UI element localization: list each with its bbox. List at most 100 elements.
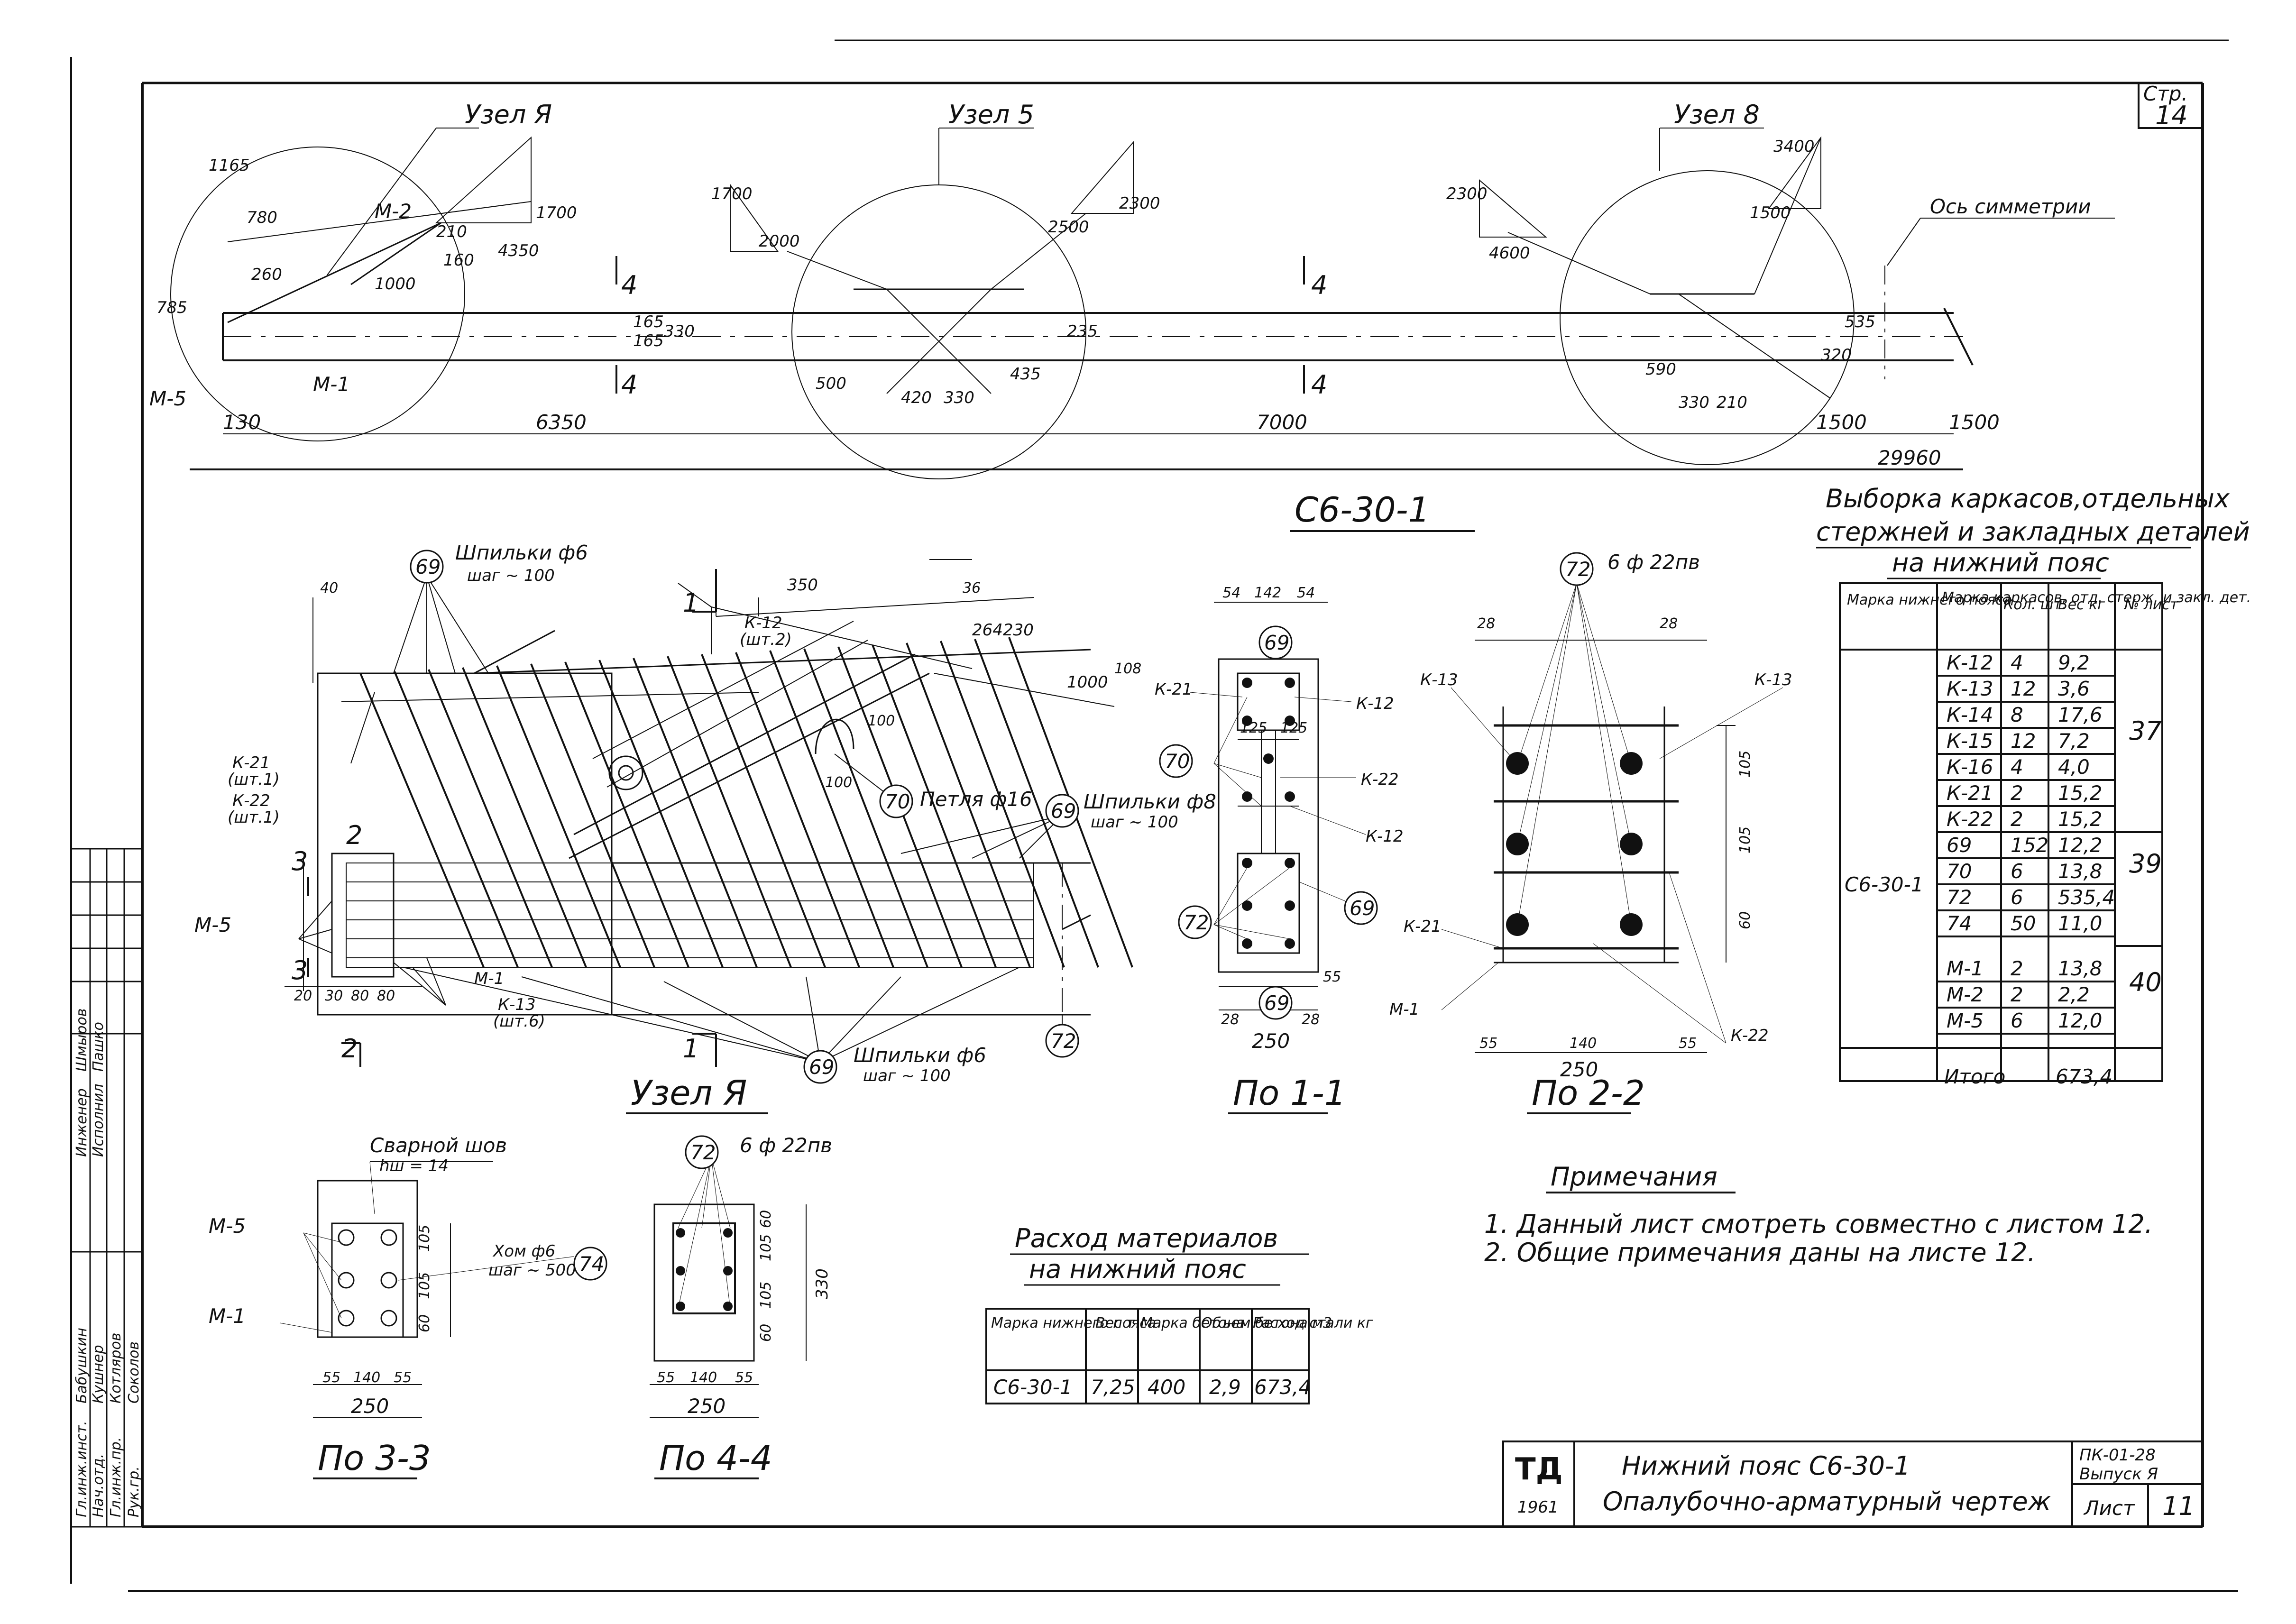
materials-header-concrete: Марка бетона xyxy=(1140,1315,1245,1331)
selection-cell: 72 xyxy=(1947,886,1972,909)
selection-cell: 12 xyxy=(2011,729,2036,752)
selection-cell: 7,2 xyxy=(2058,729,2090,752)
elev-dim-bottom-3: 7000 xyxy=(1257,411,1307,434)
materials-header-mark: Марка нижнего пояса xyxy=(991,1315,1156,1331)
stud-bar xyxy=(564,661,689,968)
sheet-frame xyxy=(70,39,2238,1592)
sec44-dim-140: 140 xyxy=(690,1369,717,1386)
elevation-view xyxy=(170,128,2115,479)
title-line-1: Нижний пояс С6-30-1 xyxy=(1622,1451,1910,1481)
elev-dim-bottom-1: 130 xyxy=(223,411,261,434)
rebar-dot xyxy=(676,1228,685,1238)
sec44-dim-60a: 60 xyxy=(758,1210,774,1228)
sec11-dim-125a: 125 xyxy=(1240,720,1267,736)
page-number: 14 xyxy=(2155,101,2188,130)
node-a-studs xyxy=(359,637,1133,968)
elev-dim-l7: 1700 xyxy=(536,203,577,222)
node-a-dim-20: 20 xyxy=(294,988,312,1004)
sec22-dim-28b: 28 xyxy=(1660,615,1678,632)
selection-cell: М-2 xyxy=(1947,983,1984,1006)
node-label-8: Узел 8 xyxy=(1674,100,1760,129)
bolt-hole xyxy=(338,1310,355,1327)
selection-cell: 3,6 xyxy=(2058,677,2090,700)
selection-sheet-37: 37 xyxy=(2129,716,2162,746)
node-a-callout-72: 72 xyxy=(1051,1029,1076,1053)
stud-bar xyxy=(735,652,860,968)
signature-2: Нач.отд. xyxy=(90,1454,107,1517)
stud-bar xyxy=(428,669,553,968)
signature-block xyxy=(70,848,143,1528)
elev-dim-m11: 330 xyxy=(944,388,974,407)
sec33-title: По 3-3 xyxy=(318,1438,431,1478)
selection-cell: 13,8 xyxy=(2058,957,2103,980)
section-mark-4c: 4 xyxy=(1311,270,1327,300)
elev-dim-m9: 500 xyxy=(816,374,846,393)
bolt-hole xyxy=(338,1229,355,1246)
sec22-dim-105b: 105 xyxy=(1737,826,1754,853)
sec44-callout-72: 72 xyxy=(690,1141,716,1164)
selection-cell: 4 xyxy=(2011,651,2023,674)
sec22-dim-140: 140 xyxy=(1570,1035,1597,1052)
sec22-dim-55b: 55 xyxy=(1679,1035,1697,1052)
selection-total-value: 673,4 xyxy=(2056,1065,2112,1088)
node-a-section-2a: 2 xyxy=(346,820,362,850)
sec11-callout-70: 70 xyxy=(1165,750,1190,773)
rebar-dot xyxy=(676,1266,685,1275)
selection-cell: 15,2 xyxy=(2058,781,2103,805)
rebar-dot xyxy=(1285,716,1295,726)
selection-cell: 12 xyxy=(2011,677,2036,700)
stud-bar xyxy=(803,648,928,968)
section-3-3-view xyxy=(279,1161,574,1418)
selection-cell: 15,2 xyxy=(2058,807,2103,831)
selection-sheet-40: 40 xyxy=(2129,967,2162,997)
selection-cell: 2 xyxy=(2011,781,2023,805)
node-a-stud-step-1: шаг ~ 100 xyxy=(467,566,555,585)
node-a-frame-k21-qty: (шт.1) xyxy=(228,770,280,789)
selection-cell: 6 xyxy=(2011,1009,2023,1032)
rebar-dot xyxy=(1506,752,1529,775)
rebar-dot xyxy=(1506,913,1529,936)
elev-dim-m12: 435 xyxy=(1010,365,1041,384)
materials-cell-concrete: 400 xyxy=(1148,1376,1185,1399)
sec33-label-m5: М-5 xyxy=(209,1214,246,1238)
sec22-label-k21: К-21 xyxy=(1404,917,1442,936)
bolt-hole xyxy=(380,1310,397,1327)
materials-title-2: на нижний пояс xyxy=(1029,1254,1246,1284)
materials-table xyxy=(985,1308,1310,1404)
title-line-2: Опалубочно-арматурный чертеж xyxy=(1603,1486,2051,1516)
node-a-section-1a: 1 xyxy=(683,588,699,618)
node-a-stud-step-2: шаг ~ 100 xyxy=(1091,813,1178,832)
stud-bar xyxy=(974,639,1099,968)
elev-dim-bottom-2: 6350 xyxy=(536,411,587,434)
node-a-stud-label-1: Шпильки ф6 xyxy=(455,541,588,564)
node-a-section-3b: 3 xyxy=(292,955,308,985)
node-a-callout-69c: 69 xyxy=(1051,799,1076,823)
materials-header-volume: Объем бетона м3 xyxy=(1201,1315,1332,1331)
selection-cell: 13,8 xyxy=(2058,860,2103,883)
sec11-dim-28a: 28 xyxy=(1221,1011,1239,1028)
selection-cell: 17,6 xyxy=(2058,703,2103,726)
title-block xyxy=(1502,1440,2203,1527)
selection-cell: 2,2 xyxy=(2058,983,2090,1006)
stamp-year: 1961 xyxy=(1517,1498,1559,1517)
node-a-detail xyxy=(285,569,1115,1067)
section-3-3-bars xyxy=(338,1229,397,1327)
elev-dim-r6: 590 xyxy=(1645,360,1676,379)
rebar-dot xyxy=(1620,752,1643,775)
selection-cell: 8 xyxy=(2011,703,2023,726)
node-a-frame-k12: К-12 xyxy=(744,614,782,633)
node-a-dim-350: 350 xyxy=(787,576,818,595)
node-a-dim-1000: 1000 xyxy=(1067,673,1108,692)
section-2-2-bars xyxy=(1506,752,1643,936)
signature-9: Инженер xyxy=(73,1088,90,1157)
sec11-dim-125b: 125 xyxy=(1280,720,1307,736)
sec33-dim-60: 60 xyxy=(416,1314,433,1332)
elev-dim-r7: 330 xyxy=(1679,393,1709,412)
elev-dim-bottom-4: 1500 xyxy=(1816,411,1867,434)
stud-bar xyxy=(359,673,485,968)
stud-bar xyxy=(667,656,792,968)
section-mark-4d: 4 xyxy=(1311,370,1327,400)
rebar-dot xyxy=(1285,938,1295,949)
sec22-label-k13a: К-13 xyxy=(1420,670,1458,689)
node-a-frame-k22: К-22 xyxy=(232,791,270,810)
